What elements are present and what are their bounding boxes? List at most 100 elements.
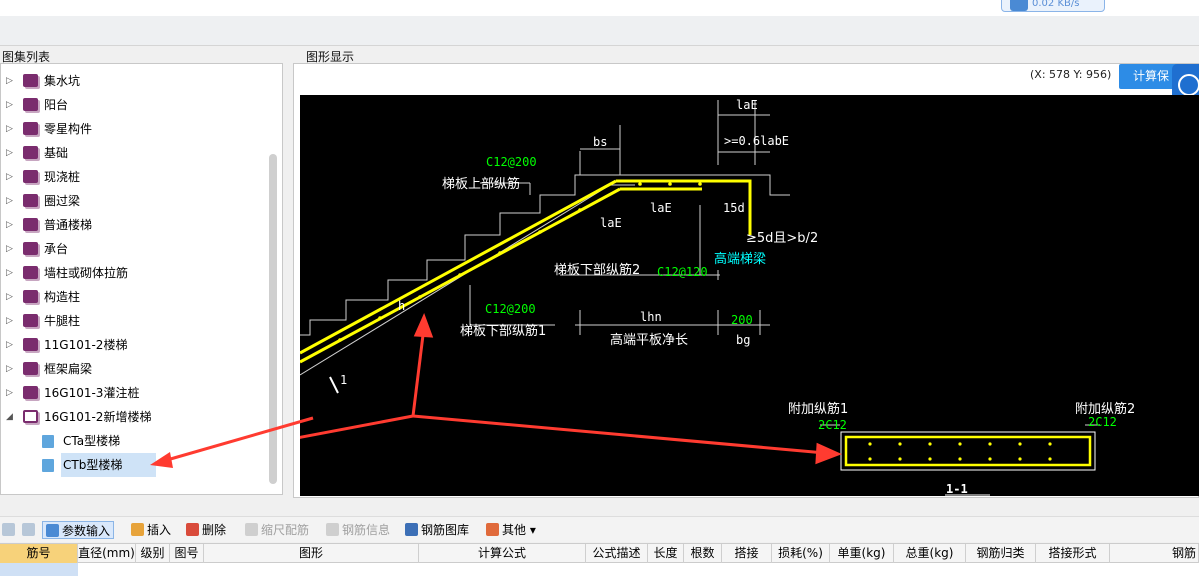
- col-grade[interactable]: 级别: [136, 544, 170, 564]
- network-speed-indicator: 0.02 KB/s: [1001, 0, 1105, 12]
- atlas-list-panel: ▷集水坑 ▷阳台 ▷零星构件 ▷基础 ▷现浇桩 ▷圈过梁 ▷普通楼梯 ▷承台 ▷…: [0, 63, 283, 495]
- tree-item-constructional-column[interactable]: ▷构造柱: [1, 285, 271, 309]
- d15-label: 15d: [723, 201, 745, 215]
- bar-library-button[interactable]: 钢筋图库: [405, 521, 469, 539]
- expand-arrow-icon[interactable]: ▷: [6, 100, 13, 110]
- book-icon: [23, 386, 38, 399]
- lower-bar2-label: 梯板下部纵筋2: [554, 262, 640, 278]
- col-formula[interactable]: 计算公式: [419, 544, 586, 564]
- expand-arrow-icon[interactable]: ▷: [6, 196, 13, 206]
- tree-item-balcony[interactable]: ▷阳台: [1, 93, 271, 117]
- arrow-left-head: [150, 452, 173, 468]
- lhn-label: lhn: [640, 310, 662, 324]
- lower-rebar: [300, 179, 617, 355]
- section-one-label: 1: [340, 373, 347, 387]
- selected-cell[interactable]: [0, 563, 78, 576]
- white-labels: laE >=0.6labE bs 梯板上部纵筋 laE laE 15d ≥5d且…: [340, 98, 1135, 496]
- col-count[interactable]: 根数: [684, 544, 722, 564]
- rebar-lines: [300, 179, 1092, 467]
- extra-bar2-spec: 2C12: [1088, 415, 1117, 429]
- tree-item-flat-beam[interactable]: ▷框架扁梁: [1, 357, 271, 381]
- tree-item-normal-stair[interactable]: ▷普通楼梯: [1, 213, 271, 237]
- insert-button[interactable]: 插入: [131, 521, 171, 539]
- book-icon: [23, 146, 38, 159]
- delete-button[interactable]: 删除: [186, 521, 226, 539]
- expand-arrow-icon[interactable]: ▷: [6, 172, 13, 182]
- expand-arrow-icon[interactable]: ▷: [6, 148, 13, 158]
- h-label: h: [398, 299, 405, 313]
- tree-item-ctb-stair[interactable]: CTb型楼梯: [1, 453, 271, 477]
- book-icon: [23, 338, 38, 351]
- stair-type-icon: [42, 435, 54, 448]
- delete-label: 删除: [202, 523, 227, 537]
- arrow-left-shaft: [159, 416, 314, 464]
- tree-item-11g101-stair[interactable]: ▷11G101-2楼梯: [1, 333, 271, 357]
- book-icon: [23, 194, 38, 207]
- col-diameter[interactable]: 直径(mm): [78, 544, 136, 564]
- up-arrow-icon: [2, 523, 15, 536]
- col-bar-category[interactable]: 钢筋归类: [966, 544, 1036, 564]
- collapse-arrow-icon[interactable]: ◢: [6, 412, 13, 422]
- col-figure-no[interactable]: 图号: [170, 544, 204, 564]
- lae-mid2-label: laE: [650, 201, 672, 215]
- expand-arrow-icon[interactable]: ▷: [6, 76, 13, 86]
- tree-item-wall-tie-bar[interactable]: ▷墙柱或砌体拉筋: [1, 261, 271, 285]
- expand-arrow-icon[interactable]: ▷: [6, 220, 13, 230]
- tree-item-pile-cap[interactable]: ▷承台: [1, 237, 271, 261]
- delete-icon: [186, 523, 199, 536]
- book-icon: [23, 242, 38, 255]
- cursor-coordinates: (X: 578 Y: 956): [1030, 68, 1112, 81]
- ribbon-band: [0, 16, 1199, 46]
- tree-item-16g101-2-stair[interactable]: ◢16G101-2新增楼梯: [1, 405, 271, 429]
- expand-arrow-icon[interactable]: ▷: [6, 364, 13, 374]
- col-lap[interactable]: 搭接: [722, 544, 772, 564]
- c12-200-low-label: C12@200: [485, 302, 536, 316]
- col-bar-more[interactable]: 钢筋: [1110, 544, 1199, 564]
- param-input-button[interactable]: 参数输入: [42, 521, 115, 539]
- tree-scrollbar[interactable]: [269, 154, 277, 484]
- col-total-weight[interactable]: 总重(kg): [894, 544, 966, 564]
- arrow-left-shaft: [300, 414, 414, 439]
- stair-steps: [300, 100, 1100, 496]
- other-menu-button[interactable]: 其他 ▾: [486, 521, 536, 539]
- tree-item-misc-components[interactable]: ▷零星构件: [1, 117, 271, 141]
- tree-item-16g101-3-pile[interactable]: ▷16G101-3灌注桩: [1, 381, 271, 405]
- expand-arrow-icon[interactable]: ▷: [6, 244, 13, 254]
- expand-arrow-icon[interactable]: ▷: [6, 268, 13, 278]
- scale-bar-button[interactable]: 缩尺配筋: [245, 521, 309, 539]
- rebar-table-header: 筋号 直径(mm) 级别 图号 图形 计算公式 公式描述 长度 根数 搭接 损耗…: [0, 543, 1199, 564]
- expand-arrow-icon[interactable]: ▷: [6, 292, 13, 302]
- col-unit-weight[interactable]: 单重(kg): [830, 544, 894, 564]
- tree-item-cta-stair[interactable]: CTa型楼梯: [1, 429, 271, 453]
- section-rebar: [844, 435, 1092, 467]
- speed-text: 0.02 KB/s: [1032, 0, 1080, 9]
- col-formula-desc[interactable]: 公式描述: [586, 544, 648, 564]
- expand-arrow-icon[interactable]: ▷: [6, 340, 13, 350]
- book-icon: [23, 314, 38, 327]
- tree-item-collection-pit[interactable]: ▷集水坑: [1, 69, 271, 93]
- drawing-canvas[interactable]: laE >=0.6labE bs 梯板上部纵筋 laE laE 15d ≥5d且…: [300, 95, 1199, 496]
- expand-arrow-icon[interactable]: ▷: [6, 316, 13, 326]
- tree-item-corbel-column[interactable]: ▷牛腿柱: [1, 309, 271, 333]
- insert-icon: [131, 523, 144, 536]
- tree-item-cast-pile[interactable]: ▷现浇桩: [1, 165, 271, 189]
- tree-item-ring-beam[interactable]: ▷圈过梁: [1, 189, 271, 213]
- extra-bar1-spec: 2C12: [818, 418, 847, 432]
- title-strip: 0.02 KB/s: [0, 0, 1199, 16]
- tree-item-foundation[interactable]: ▷基础: [1, 141, 271, 165]
- table-row[interactable]: [0, 563, 1199, 576]
- col-loss[interactable]: 损耗(%): [772, 544, 830, 564]
- col-length[interactable]: 长度: [648, 544, 684, 564]
- expand-arrow-icon[interactable]: ▷: [6, 388, 13, 398]
- high-beam-label: 高端梯梁: [714, 251, 766, 267]
- scale-bar-label: 缩尺配筋: [261, 523, 310, 537]
- bar-info-button[interactable]: 钢筋信息: [326, 521, 390, 539]
- col-shape[interactable]: 图形: [204, 544, 419, 564]
- move-up-button[interactable]: [2, 521, 18, 539]
- col-lap-form[interactable]: 搭接形式: [1036, 544, 1110, 564]
- d5-label: ≥5d且>b/2: [746, 231, 818, 246]
- move-down-button[interactable]: [22, 521, 38, 539]
- col-bar-no[interactable]: 筋号: [0, 544, 78, 564]
- expand-arrow-icon[interactable]: ▷: [6, 124, 13, 134]
